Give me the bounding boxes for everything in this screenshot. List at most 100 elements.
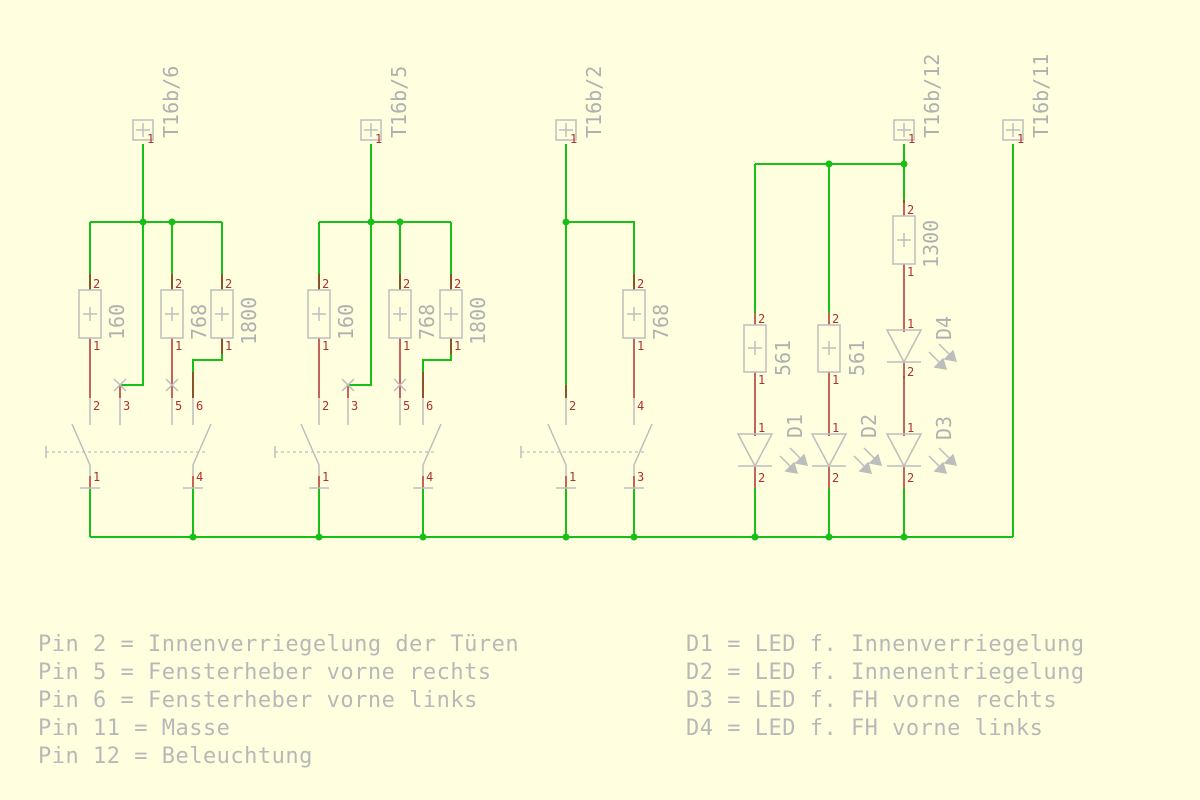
pin-number: 3 [123,399,130,413]
resistor-value: 160 [105,304,129,340]
pin-number: 1 [758,421,765,435]
resistor-r3: 2 1 1800 [210,274,261,354]
note-line: D2 = LED f. Innenentriegelung [686,660,1085,685]
pin-number: 2 [403,277,410,291]
connector-t16b-6: 1 T16b/6 [132,66,183,146]
led-d3: 1 2 D3 [885,376,958,488]
pin-number: 2 [322,277,329,291]
pin-number: 1 [322,339,329,353]
connector-pin: 1 [375,132,382,146]
pin-number: 1 [454,339,461,353]
connector-label: T16b/2 [582,66,606,138]
pin-number: 2 [832,471,839,485]
pin-number: 5 [175,399,182,413]
switch-3: 2 4 1 3 [520,354,653,489]
resistor-value: 768 [649,304,673,340]
switch-2: 2 3 5 6 1 4 [274,354,442,489]
pin-number: 2 [907,203,914,217]
note-line: Pin 12 = Beleuchtung [38,744,313,769]
pin-number: 2 [907,471,914,485]
pin-number: 3 [351,399,358,413]
pin-number: 1 [403,339,410,353]
pin-number: 1 [907,317,914,331]
pin-number: 3 [637,470,644,484]
resistor-r8: 2 1 1300 [892,200,943,280]
led-label: D2 [857,414,881,438]
connector-pin: 1 [147,132,154,146]
led-label: D4 [932,316,956,340]
note-line: D4 = LED f. FH vorne links [686,716,1043,741]
resistor-value: 1800 [466,297,490,345]
connector-t16b-11: 1 T16b/11 [1002,54,1053,146]
resistor-r10: 2 1 561 [817,312,869,390]
resistor-r4: 2 1 160 [307,274,358,354]
resistor-value: 160 [334,304,358,340]
led-label: D3 [932,416,956,440]
pin-number: 6 [196,399,203,413]
pin-number: 1 [832,373,839,387]
pin-number: 1 [758,373,765,387]
connector-pin: 1 [908,132,915,146]
connector-label: T16b/12 [920,54,944,138]
pin-number: 2 [225,277,232,291]
connector-t16b-12: 1 T16b/12 [893,54,944,146]
pin-number: 2 [93,277,100,291]
notes-left: Pin 2 = Innenverriegelung der Türen Pin … [38,632,519,769]
pin-number: 4 [196,470,203,484]
pin-number: 1 [322,470,329,484]
resistor-r1: 2 1 160 [78,274,129,354]
wires [89,144,1014,538]
resistor-r5: 2 1 768 [388,274,439,354]
led-d1: 1 2 D1 [736,390,809,488]
note-line: Pin 5 = Fensterheber vorne rechts [38,660,492,685]
connector-pin: 1 [1017,132,1024,146]
led-label: D1 [783,414,807,438]
connector-label: T16b/5 [387,66,411,138]
resistor-r7: 2 1 768 [622,274,673,354]
pin-number: 1 [569,470,576,484]
pin-number: 6 [426,399,433,413]
pin-number: 1 [832,421,839,435]
pin-number: 2 [637,277,644,291]
pin-number: 1 [93,339,100,353]
resistor-value: 1300 [919,220,943,268]
note-line: Pin 2 = Innenverriegelung der Türen [38,632,519,657]
note-line: D1 = LED f. Innenverriegelung [686,632,1085,657]
connector-label: T16b/6 [159,66,183,138]
resistor-value: 561 [845,340,869,376]
note-line: D3 = LED f. FH vorne rechts [686,688,1057,713]
pin-number: 2 [322,399,329,413]
notes-right: D1 = LED f. Innenverriegelung D2 = LED f… [686,632,1085,741]
pin-number: 2 [758,471,765,485]
pin-number: 2 [454,277,461,291]
resistor-value: 561 [771,340,795,376]
pin-number: 4 [426,470,433,484]
pin-number: 2 [758,312,765,326]
note-line: Pin 11 = Masse [38,716,230,741]
led-d4: 1 2 D4 [885,280,958,379]
pin-number: 1 [907,421,914,435]
switch-1: 2 3 5 6 1 4 [45,354,212,489]
pin-number: 2 [832,312,839,326]
resistor-value: 1800 [237,297,261,345]
connector-t16b-2: 1 T16b/2 [555,66,606,146]
pin-number: 1 [225,339,232,353]
pin-number: 2 [907,365,914,379]
resistor-r6: 2 1 1800 [439,274,490,354]
pin-number: 5 [403,399,410,413]
resistor-value: 768 [415,304,439,340]
junctions [139,160,908,541]
resistor-r2: 2 1 768 [160,274,211,354]
led-d2: 1 2 D2 [810,390,883,488]
pin-number: 1 [93,470,100,484]
resistor-value: 768 [187,304,211,340]
connector-t16b-5: 1 T16b/5 [360,66,411,146]
connector-pin: 1 [570,132,577,146]
connector-label: T16b/11 [1029,54,1053,138]
resistor-r9: 2 1 561 [743,312,795,390]
pin-number: 1 [637,339,644,353]
pin-number: 2 [569,399,576,413]
pin-number: 1 [175,339,182,353]
pin-number: 2 [175,277,182,291]
